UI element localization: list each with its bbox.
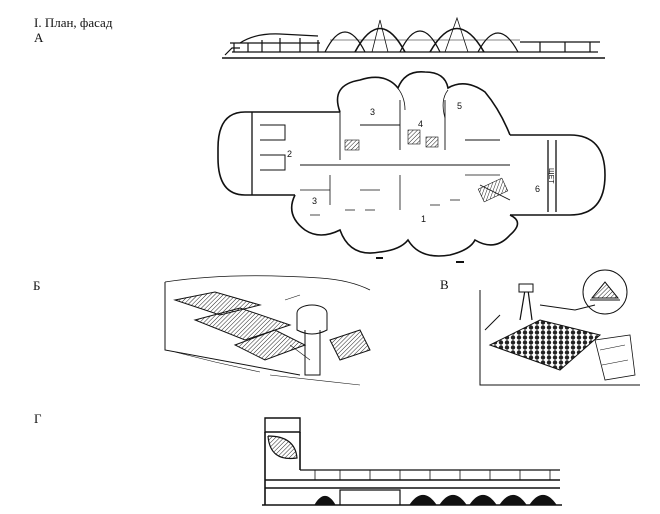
plan-room-1: 1 — [421, 214, 427, 224]
panel-label-b: Б — [33, 278, 41, 293]
facade-elevation — [222, 16, 605, 59]
perspective-view-b — [164, 275, 371, 386]
panel-label-v: В — [440, 277, 449, 292]
panel-label-a: А — [34, 30, 44, 45]
section-view-g — [262, 417, 562, 506]
plan-room-6: 6 — [535, 184, 541, 194]
plan-room-4: 4 — [418, 119, 424, 129]
floor-plan — [217, 71, 606, 263]
plan-room-3b: 3 — [312, 196, 318, 206]
plan-room-2: 2 — [287, 149, 293, 159]
panel-label-g: Г — [34, 411, 42, 426]
plan-side-text: ЩЕТ — [547, 168, 554, 184]
plan-room-3: 3 — [370, 107, 376, 117]
figure-title: I. План, фасад — [34, 15, 113, 30]
perspective-view-v — [479, 269, 640, 386]
plan-room-5: 5 — [457, 101, 463, 111]
